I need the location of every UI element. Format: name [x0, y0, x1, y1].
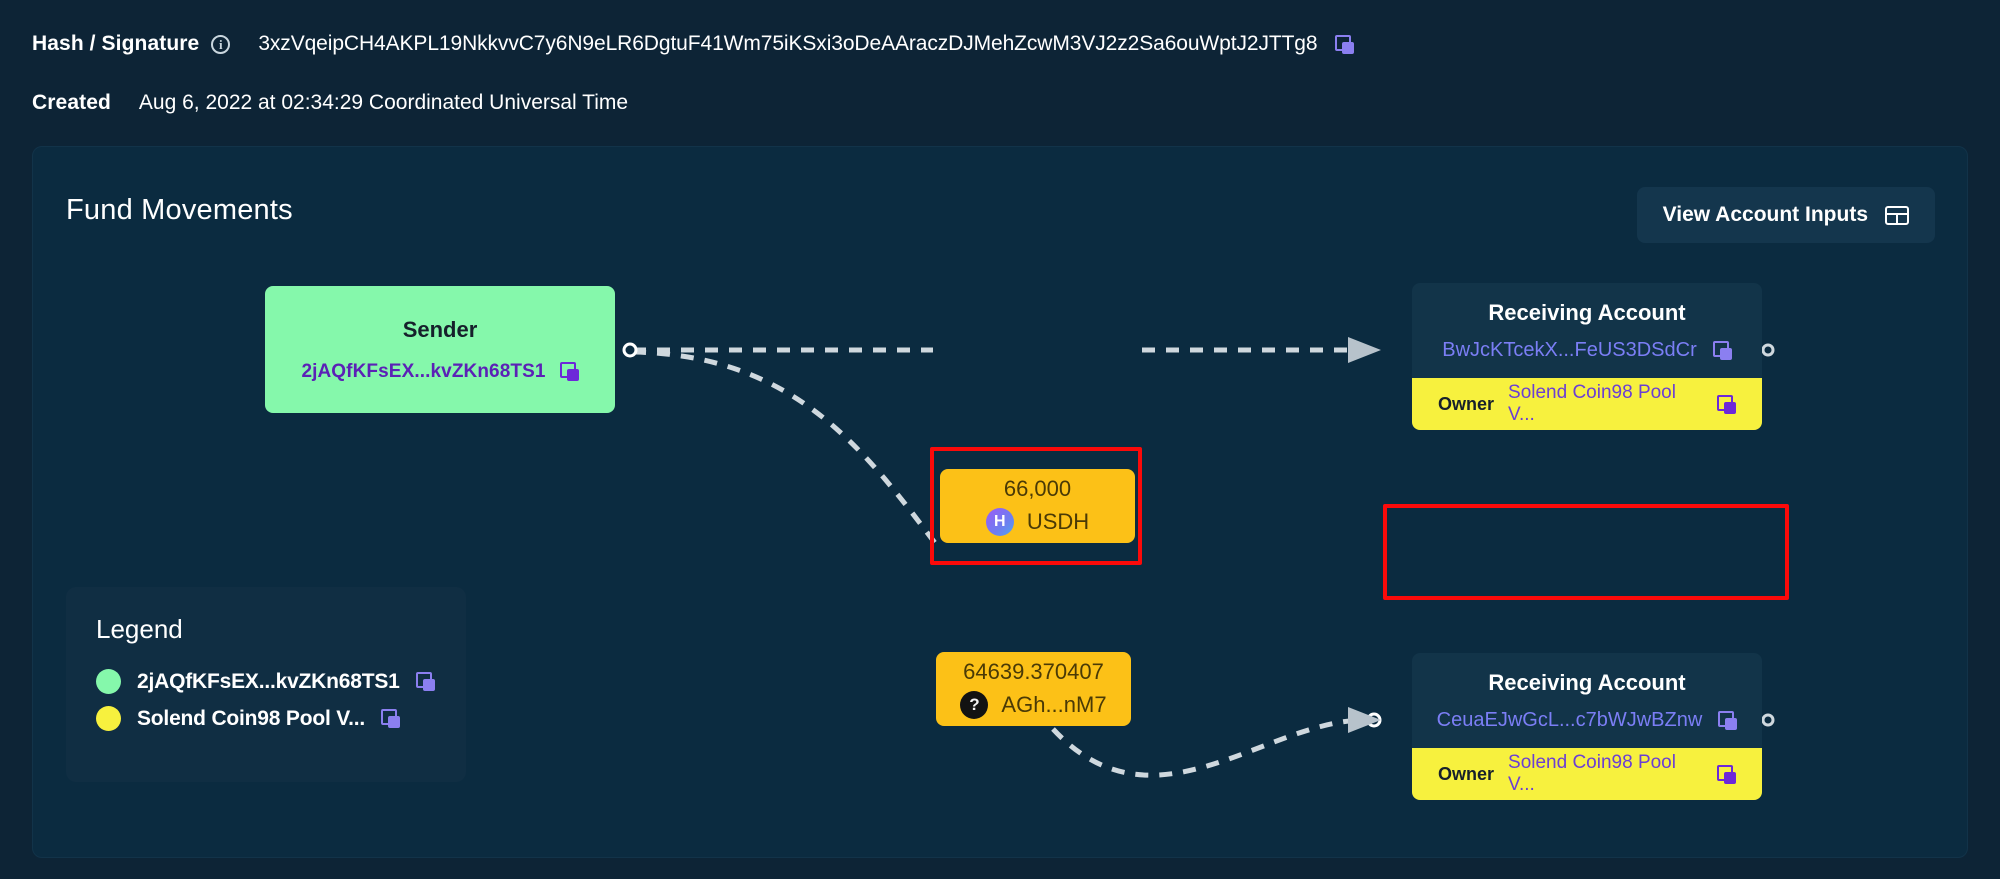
legend-title: Legend — [96, 614, 183, 644]
edge-sender-to-agh — [632, 349, 940, 549]
legend-item-sender: 2jAQfKFsEX...kvZKn68TS1 — [96, 669, 436, 694]
info-icon[interactable]: i — [211, 34, 231, 54]
edge-connector-dot — [1761, 713, 1775, 727]
graph-edges — [622, 337, 1775, 778]
arrowhead-icon — [1348, 337, 1381, 363]
legend-item-owner: Solend Coin98 Pool V... — [96, 706, 436, 731]
copy-icon[interactable] — [381, 709, 400, 728]
copy-icon[interactable] — [1712, 341, 1732, 360]
receiving-bottom-owner-value: Solend Coin98 Pool V... — [1508, 752, 1676, 795]
node-sender[interactable]: Sender 2jAQfKFsEX...kvZKn68TS1 — [265, 286, 615, 413]
token-agh-symbol-row: ? AGh...nM7 — [960, 691, 1107, 719]
view-account-inputs-button[interactable]: View Account Inputs — [1636, 187, 1935, 243]
sender-address-row: 2jAQfKFsEX...kvZKn68TS1 — [301, 360, 579, 383]
node-token-agh[interactable]: 64639.370407 ? AGh...nM7 — [936, 652, 1131, 726]
receiving-top-title: Receiving Account — [1488, 300, 1686, 325]
node-receiving-account-top[interactable]: Receiving Account BwJcKTcekX...FeUS3DSdC… — [1412, 283, 1762, 430]
receiving-top-address-row: BwJcKTcekX...FeUS3DSdCr — [1412, 339, 1762, 362]
receiving-bottom-address: CeuaEJwGcL...c7bWJwBZnw — [1436, 709, 1703, 731]
token-usdh-symbol: USDH — [1026, 509, 1090, 534]
created-value: Aug 6, 2022 at 02:34:29 Coordinated Univ… — [138, 91, 629, 114]
edge-connector-dot — [1761, 343, 1775, 357]
fund-movements-panel: Fund Movements View Account Inputs — [32, 146, 1968, 858]
view-account-inputs-label: View Account Inputs — [1662, 203, 1868, 226]
created-row: Created Aug 6, 2022 at 02:34:29 Coordina… — [32, 91, 628, 115]
receiving-bottom-owner-bar[interactable]: Owner Solend Coin98 Pool V... — [1412, 748, 1762, 800]
legend-item-label: 2jAQfKFsEX...kvZKn68TS1 — [137, 669, 400, 693]
edge-connector-dot — [622, 342, 638, 358]
receiving-bottom-address-row: CeuaEJwGcL...c7bWJwBZnw — [1412, 709, 1762, 732]
receiving-bottom-owner-label: Owner — [1438, 763, 1495, 784]
hash-signature-row: Hash / Signature i 3xzVqeipCH4AKPL19Nkkv… — [32, 32, 1355, 56]
edge-agh-to-recv-bottom — [1051, 717, 1364, 778]
table-icon — [1885, 205, 1909, 225]
token-agh-symbol: AGh...nM7 — [1001, 692, 1107, 717]
hash-value: 3xzVqeipCH4AKPL19NkkvvC7y6N9eLR6DgtuF41W… — [258, 32, 1318, 55]
copy-icon[interactable] — [1718, 711, 1738, 730]
token-agh-amount: 64639.370407 — [963, 659, 1104, 684]
sender-title: Sender — [402, 316, 478, 342]
node-receiving-account-bottom[interactable]: Receiving Account CeuaEJwGcL...c7bWJwBZn… — [1412, 653, 1762, 800]
sender-address: 2jAQfKFsEX...kvZKn68TS1 — [301, 360, 546, 382]
receiving-top-owner-label: Owner — [1438, 393, 1495, 414]
legend-panel: Legend 2jAQfKFsEX...kvZKn68TS1 Solend Co… — [66, 587, 466, 782]
token-usdh-amount: 66,000 — [1003, 476, 1072, 501]
created-label: Created — [32, 91, 111, 114]
node-token-usdh[interactable]: 66,000 H USDH — [940, 469, 1135, 543]
legend-item-label: Solend Coin98 Pool V... — [137, 706, 365, 730]
receiving-bottom-title: Receiving Account — [1488, 670, 1686, 695]
copy-icon[interactable] — [1717, 394, 1736, 414]
receiving-bottom-header: Receiving Account CeuaEJwGcL...c7bWJwBZn… — [1412, 653, 1762, 732]
legend-color-swatch-yellow — [96, 706, 121, 731]
legend-color-swatch-green — [96, 669, 121, 694]
receiving-top-owner-value: Solend Coin98 Pool V... — [1508, 382, 1676, 425]
arrowhead-icon — [1348, 707, 1381, 733]
copy-icon[interactable] — [559, 362, 579, 381]
copy-icon[interactable] — [1717, 764, 1736, 784]
usdh-token-icon: H — [985, 508, 1014, 536]
copy-icon[interactable] — [415, 672, 435, 691]
page-title: Fund Movements — [66, 194, 293, 226]
receiving-top-address: BwJcKTcekX...FeUS3DSdCr — [1442, 339, 1697, 361]
token-usdh-symbol-row: H USDH — [985, 508, 1090, 536]
receiving-top-owner-bar[interactable]: Owner Solend Coin98 Pool V... — [1412, 378, 1762, 430]
unknown-token-icon: ? — [960, 691, 989, 719]
receiving-top-header: Receiving Account BwJcKTcekX...FeUS3DSdC… — [1412, 283, 1762, 362]
hash-label: Hash / Signature — [32, 32, 200, 55]
copy-icon[interactable] — [1335, 34, 1355, 54]
